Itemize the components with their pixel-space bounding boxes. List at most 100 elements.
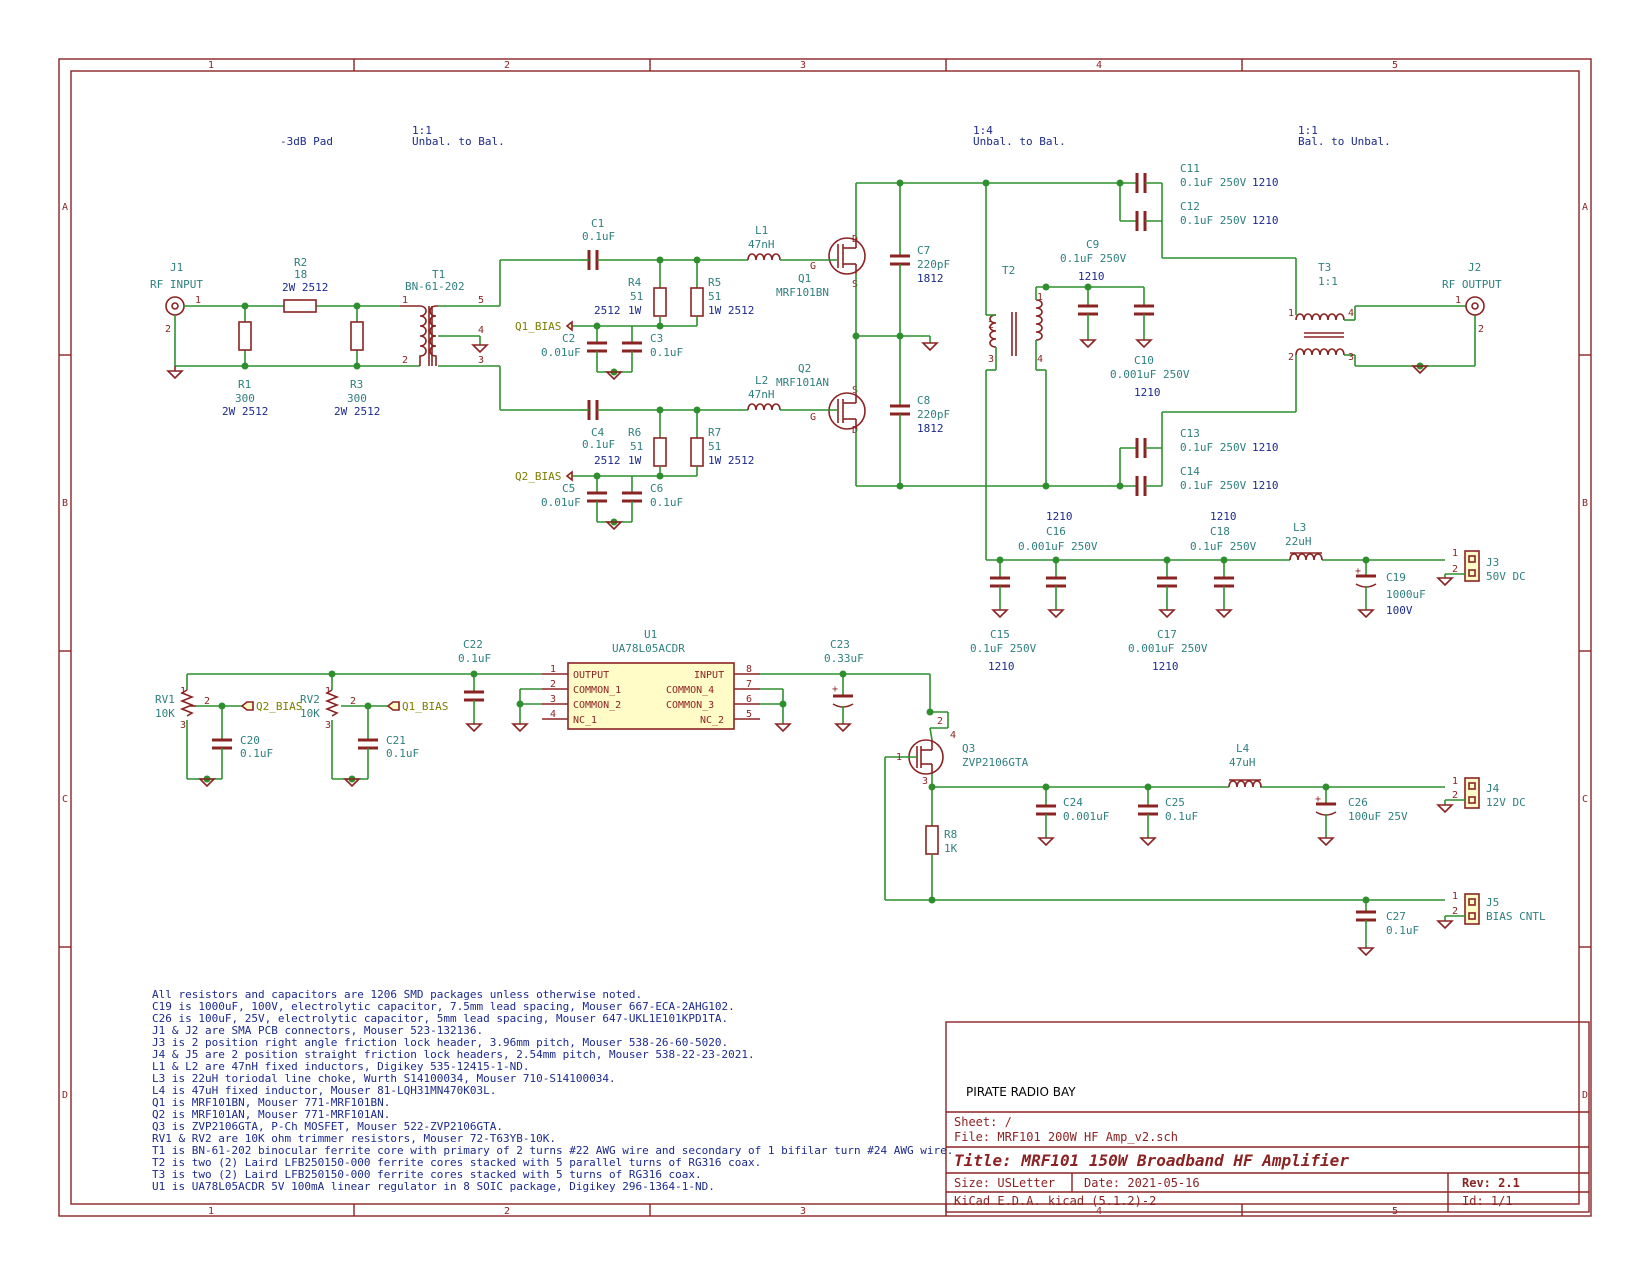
col-label-2b: 2 [504,1206,510,1217]
note-line: T3 is two (2) Laird LFB250150-000 ferrit… [152,1168,702,1181]
c22-value: 0.1uF [458,652,491,665]
c14-ref: C14 [1180,465,1200,478]
schematic-stroke [1468,912,1476,920]
u1-pin-nc1: NC_1 [573,715,597,726]
r7-pkg: 1W 2512 [708,454,754,467]
l2-ref: L2 [755,374,768,387]
row-label-a-r: A [1582,202,1588,213]
c25-value: 0.1uF [1165,810,1198,823]
col-label-3b: 3 [800,1206,806,1217]
note-line: All resistors and capacitors are 1206 SM… [152,988,642,1001]
schematic-stroke [70,70,1580,1205]
r7-resistor [690,437,704,467]
schematic-stroke [1468,569,1476,577]
schematic-stroke [1468,782,1476,790]
q2-bias-net-label [565,470,573,482]
col-label-4: 4 [1096,60,1102,71]
c10-value: 0.001uF 250V [1110,368,1190,381]
schematic-stroke [921,342,939,352]
rv2-trimmer [324,689,340,717]
schematic-stroke [1357,609,1375,619]
schematic-stroke [1468,796,1476,804]
l3-value: 22uH [1285,535,1312,548]
c14-value: 0.1uF 250V [1180,479,1247,492]
schematic-label: 7 [746,679,752,690]
schematic-label: 1 [325,686,331,697]
schematic-label: 4 [1037,354,1043,365]
col-label-2: 2 [504,60,510,71]
r5-value: 51 [708,290,721,303]
schematic-stroke [1436,920,1454,930]
schematic-label: 3 [325,720,331,731]
u1-pin-output: OUTPUT [573,670,609,681]
schematic-label: 2 [988,320,994,331]
schematic-label: G [810,412,816,423]
r1-pkg: 2W 2512 [222,405,268,418]
u1-value: UA78L05ACDR [612,642,685,655]
schematic-label: 2 [1288,352,1294,363]
schematic-stroke [1411,365,1429,375]
schematic-stroke [471,344,489,354]
r3-pkg: 2W 2512 [334,405,380,418]
c7-pkg: 1812 [917,272,944,285]
note-line: RV1 & RV2 are 10K ohm trimmer resistors,… [152,1132,556,1145]
schematic-label: 1 [1452,776,1458,787]
schematic-label: 3 [180,720,186,731]
schematic-label: S [852,385,858,396]
r5-resistor [690,287,704,317]
schematic-label: 1 [896,752,902,763]
t2-ref: T2 [1002,264,1015,277]
col-label-3: 3 [800,60,806,71]
r2-pkg: 2W 2512 [282,281,328,294]
schematic-stroke [465,723,483,733]
schematic-label: 2 [165,324,171,335]
c3-ref: C3 [650,332,663,345]
c9-pkg: 1210 [1078,270,1105,283]
c4-value: 0.1uF [582,438,615,451]
schematic-label: D [852,425,858,436]
c13-ref: C13 [1180,427,1200,440]
c15-value: 0.1uF 250V [970,642,1037,655]
t2-transformer [989,299,1043,348]
schematic-stroke [945,1021,1590,1213]
r2-value: 18 [294,268,307,281]
r2-resistor [283,299,317,313]
j1-connector[interactable] [165,296,185,316]
j2-connector[interactable] [1465,296,1485,316]
u1-pin-common3: COMMON_3 [666,700,714,711]
t3-transformer [1295,313,1345,356]
u1-pin-nc2: NC_2 [700,715,724,726]
q1-ref: Q1 [798,272,811,285]
schematic-stroke [1037,837,1055,847]
r8-ref: R8 [944,828,957,841]
rv1-trimmer [179,689,195,717]
schematic-stroke [991,609,1009,619]
c16-pkg: 1210 [1046,510,1073,523]
heading-t2-ratio: 1:4 [973,124,993,137]
schematic-stroke [171,302,179,310]
notes-block: All resistors and capacitors are 1206 SM… [152,988,953,1193]
c23-ref: C23 [830,638,850,651]
junction-dot [852,332,860,340]
schematic-stroke [1357,947,1375,957]
schematic-stroke [1436,577,1454,587]
c20-value: 0.1uF [240,747,273,760]
q1-mosfet [828,237,866,275]
schematic-stroke [834,723,852,733]
l1-value: 47nH [748,238,775,251]
junction-dot [656,322,664,330]
schematic-stroke [58,58,1592,1217]
r5-ref: R5 [708,276,721,289]
schematic-label: 5 [478,295,484,306]
junction-dot [779,700,787,708]
schematic-stroke [1317,837,1335,847]
j4-value: 12V DC [1486,796,1526,809]
r7-ref: R7 [708,426,721,439]
schematic-label: 2 [1452,906,1458,917]
heading-pad: -3dB Pad [280,135,333,148]
r3-value: 300 [347,392,367,405]
r4-pkg: 1W [628,304,642,317]
c11-pkg: 1210 [1252,176,1279,189]
j3-ref: J3 [1486,556,1499,569]
r5-pkg: 1W 2512 [708,304,754,317]
